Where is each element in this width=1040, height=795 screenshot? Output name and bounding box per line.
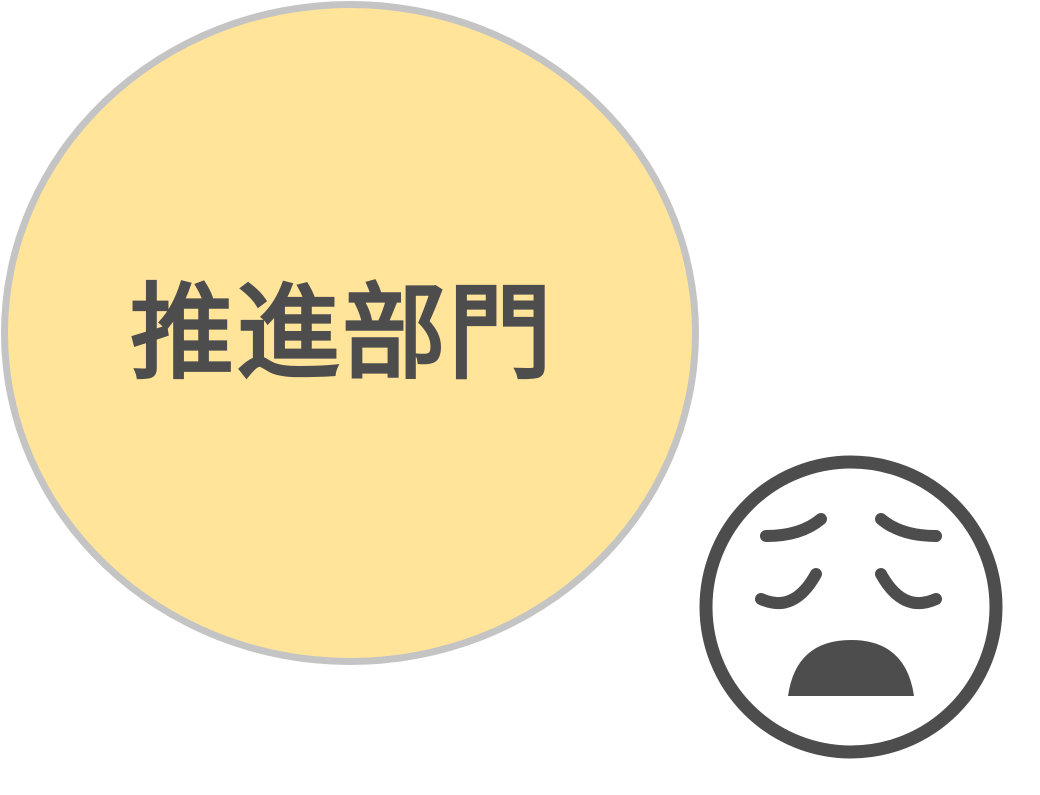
mouth-icon — [788, 640, 914, 696]
right-eyebrow-icon — [875, 513, 942, 542]
left-eye-icon — [755, 568, 822, 609]
department-circle — [1, 1, 699, 665]
face-outline — [699, 455, 1003, 759]
sad-face-icon — [698, 454, 1004, 760]
right-eye-icon — [875, 568, 942, 609]
left-eyebrow-icon — [760, 513, 827, 542]
department-label: 推進部門 — [130, 272, 555, 394]
